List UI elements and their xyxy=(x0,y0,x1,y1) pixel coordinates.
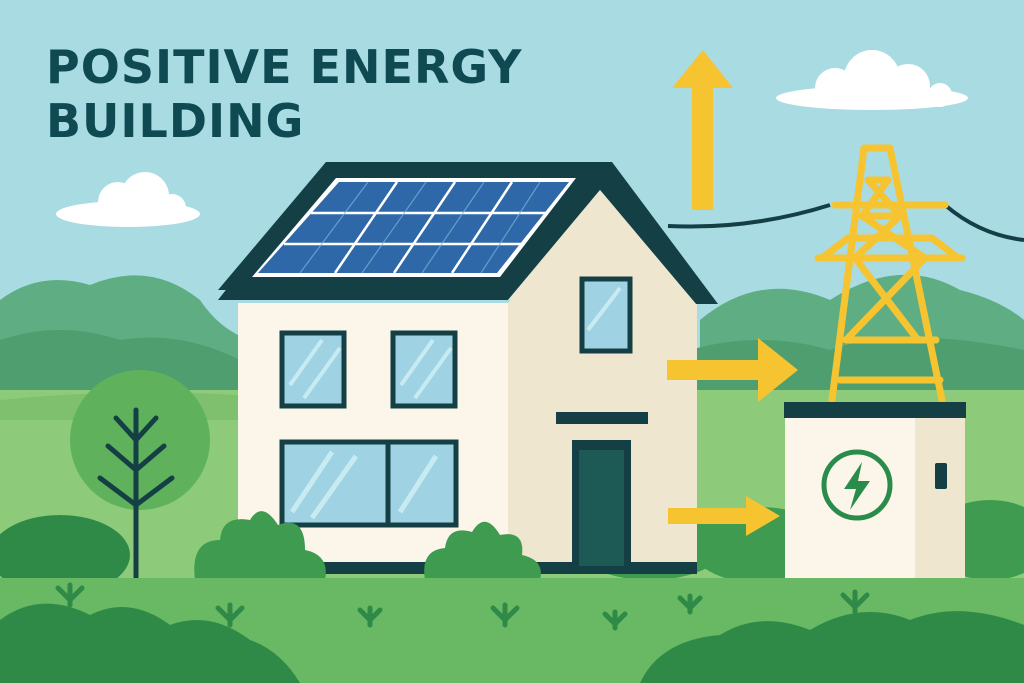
title-line-1: POSITIVE ENERGY xyxy=(46,40,523,94)
page-title: POSITIVE ENERGY BUILDING xyxy=(46,40,522,148)
battery-unit xyxy=(784,402,966,581)
arrow-up xyxy=(672,50,733,210)
window xyxy=(579,276,633,354)
tree xyxy=(70,370,210,583)
cloud-left xyxy=(56,172,200,227)
window xyxy=(279,330,347,409)
lightning-bolt-icon xyxy=(821,449,893,521)
power-pylon-icon xyxy=(814,144,966,404)
cloud-right xyxy=(776,50,968,110)
grass-sprouts xyxy=(55,582,870,631)
door xyxy=(556,412,648,568)
bushes-front xyxy=(0,603,1024,683)
arrow-right xyxy=(667,338,798,402)
house xyxy=(218,162,718,574)
power-cable xyxy=(667,203,1024,242)
arrow-right xyxy=(668,496,780,536)
bush xyxy=(0,515,130,595)
window xyxy=(279,439,459,528)
window xyxy=(390,330,458,409)
bush xyxy=(194,511,541,580)
title-line-2: BUILDING xyxy=(46,94,305,148)
solar-panel xyxy=(252,178,576,277)
